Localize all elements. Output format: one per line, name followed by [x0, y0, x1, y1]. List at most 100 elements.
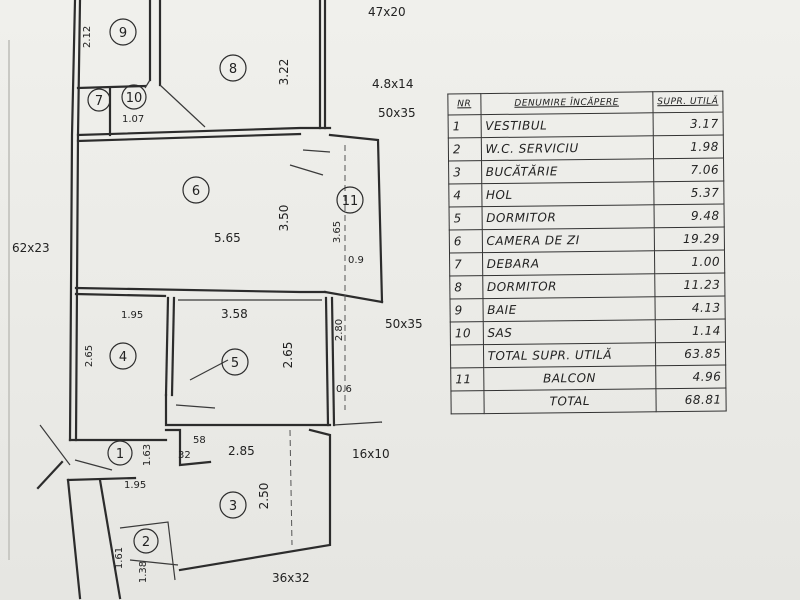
legend-row-nr: 2	[448, 137, 482, 161]
legend-row-area: 5.37	[653, 181, 725, 205]
measure-3-22: 3.22	[277, 59, 291, 86]
room-circle-2	[133, 528, 159, 554]
measure-1-07: 1.07	[122, 114, 144, 125]
legend-row-nr: 6	[449, 229, 483, 253]
dimension-labels: 47x20 4.8x14 50x35 62x23 50x35 16x10 36x…	[12, 5, 423, 585]
measure-3-58: 3.58	[221, 307, 248, 321]
dimension-47x20: 47x20	[368, 5, 406, 19]
legend-row-area: 19.29	[654, 227, 725, 251]
dimension-16x10: 16x10	[352, 447, 390, 461]
legend-balcon-label: BALCON	[483, 365, 656, 391]
measure-1-95-entry: 1.95	[124, 480, 146, 491]
paper-margin-line	[8, 40, 10, 560]
legend-header-row: NR DENUMIRE ÎNCĂPERE SUPR. UTILĂ	[447, 91, 724, 115]
legend-row: 4 HOL 5.37	[448, 181, 725, 207]
legend-row-nr: 5	[449, 206, 482, 230]
legend-total-util-row: TOTAL SUPR. UTILĂ 63.85	[450, 342, 726, 368]
room-circle-4	[109, 342, 137, 370]
legend-row-name: DORMITOR	[481, 204, 655, 230]
room-circle-6	[182, 176, 210, 204]
room-number-3: 3	[229, 499, 237, 514]
legend-row: 1 VESTIBUL 3.17	[448, 112, 724, 138]
legend-row: 5 DORMITOR 9.48	[449, 204, 725, 230]
legend-total-util-value: 63.85	[655, 342, 726, 366]
measure-58: 58	[193, 435, 206, 446]
dimension-36x32: 36x32	[272, 571, 310, 585]
measure-1-63: 1.63	[142, 444, 153, 466]
room-number-8: 8	[229, 62, 237, 77]
walls	[36, 0, 384, 600]
room-circle-1	[107, 440, 133, 466]
room-number-1: 1	[116, 447, 124, 462]
measure-2-50: 2.50	[257, 483, 271, 510]
legend-header-name: DENUMIRE ÎNCĂPERE	[480, 91, 653, 115]
legend-row-area: 1.98	[653, 135, 724, 159]
legend-total-nr	[450, 390, 484, 414]
legend-total-row: TOTAL 68.81	[450, 388, 727, 414]
legend-row-name: VESTIBUL	[480, 112, 654, 138]
legend-balcon-value: 4.96	[655, 365, 726, 389]
legend-total-util-nr	[450, 344, 484, 368]
room-circle-11	[336, 186, 364, 214]
measure-3-65: 3.65	[332, 221, 343, 243]
dimension-50x35-top: 50x35	[378, 106, 416, 120]
room-labels: 9 8 7 10 6 11 4 5 1 3 2	[87, 18, 364, 554]
legend-row-nr: 8	[449, 275, 483, 299]
legend-row-area: 11.23	[654, 273, 725, 297]
legend-row-nr: 1	[448, 114, 481, 138]
measure-0-6: 0.6	[336, 384, 352, 395]
legend-row-nr: 4	[448, 183, 482, 207]
legend-total-util-label: TOTAL SUPR. UTILĂ	[483, 342, 656, 368]
legend-row: 9 BAIE 4.13	[449, 296, 726, 322]
legend-row-name: CAMERA DE ZI	[481, 227, 655, 253]
dimension-50x35-right: 50x35	[385, 317, 423, 331]
legend-total-label: TOTAL	[483, 388, 657, 414]
legend-header-nr: NR	[447, 93, 481, 115]
legend-row-name: BUCĂTĂRIE	[481, 158, 654, 184]
measure-2-80: 2.80	[334, 319, 345, 341]
dimension-62x23: 62x23	[12, 241, 50, 255]
room-circle-10	[121, 84, 147, 110]
legend-row-name: HOL	[481, 181, 654, 207]
measure-1-95-hall: 1.95	[121, 310, 143, 321]
room-number-4: 4	[119, 350, 127, 365]
measure-5-65: 5.65	[214, 231, 241, 245]
legend-row-name: DEBARA	[482, 250, 655, 276]
measure-2-65-bedroom: 2.65	[281, 342, 295, 369]
room-circle-8	[219, 54, 247, 82]
room-number-10: 10	[126, 91, 143, 106]
legend-row-area: 1.14	[655, 319, 726, 343]
room-circle-5	[221, 348, 249, 376]
room-number-11: 11	[342, 194, 359, 209]
legend-row-name: BAIE	[482, 296, 656, 322]
legend-row-nr: 10	[450, 321, 484, 345]
measure-3-50: 3.50	[277, 205, 291, 232]
room-circle-7	[87, 88, 111, 112]
legend-row-nr: 3	[448, 160, 482, 184]
dimension-48x14: 4.8x14	[372, 77, 413, 91]
legend-row: 2 W.C. SERVICIU 1.98	[448, 135, 724, 161]
measure-32: 32	[178, 450, 191, 461]
measure-0-9: 0.9	[348, 255, 364, 266]
room-circle-3	[219, 491, 247, 519]
legend-header-area: SUPR. UTILĂ	[652, 91, 724, 113]
legend-total-value: 68.81	[655, 388, 727, 412]
room-number-2: 2	[142, 535, 150, 550]
legend-row-area: 1.00	[654, 250, 725, 274]
legend-row-area: 7.06	[653, 158, 724, 182]
legend-row-nr: 7	[449, 252, 483, 276]
legend-row: 10 SAS 1.14	[450, 319, 726, 345]
legend-row: 8 DORMITOR 11.23	[449, 273, 725, 299]
legend-row-area: 3.17	[652, 112, 724, 136]
legend-balcon-nr: 11	[450, 367, 484, 391]
measure-1-61: 1.61	[114, 547, 125, 569]
room-number-9: 9	[119, 26, 127, 41]
legend-row: 7 DEBARA 1.00	[449, 250, 725, 276]
legend-balcon-row: 11 BALCON 4.96	[450, 365, 726, 391]
measure-2-65-hall: 2.65	[84, 345, 95, 367]
legend-row-name: DORMITOR	[482, 273, 655, 299]
room-number-6: 6	[192, 184, 200, 199]
rooms-legend-table: NR DENUMIRE ÎNCĂPERE SUPR. UTILĂ 1 VESTI…	[447, 91, 727, 415]
